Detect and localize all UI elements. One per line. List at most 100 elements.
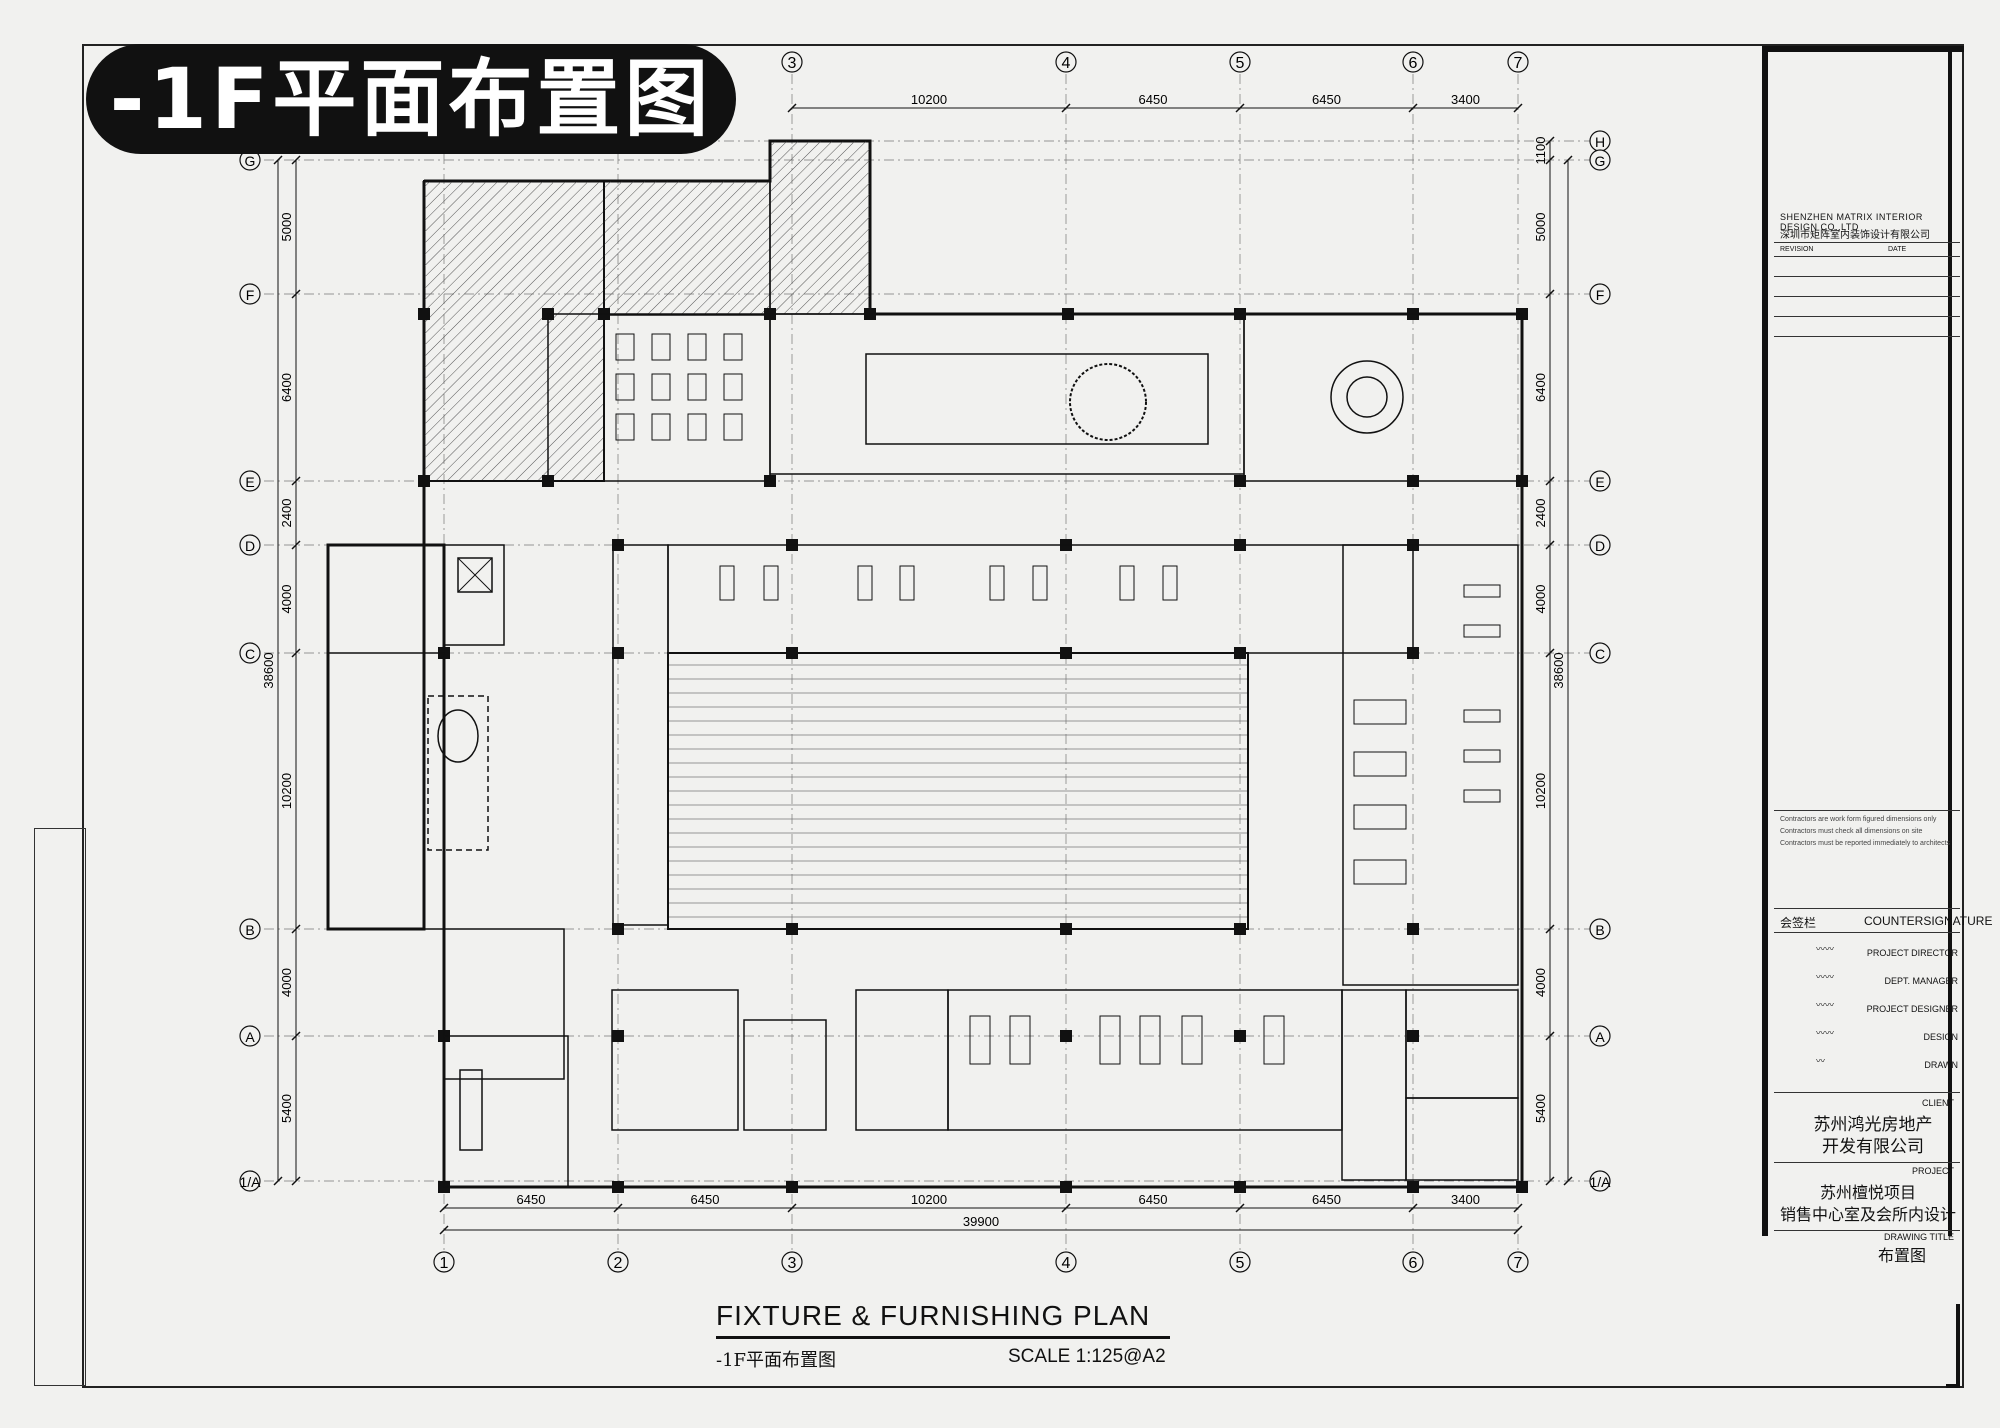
structural-column — [1234, 475, 1246, 487]
left-dim-label: 5400 — [279, 1094, 294, 1123]
column-label: 7 — [1514, 55, 1523, 72]
title-block-line — [1774, 932, 1960, 933]
column-bubble — [1055, 1251, 1077, 1273]
structural-column — [612, 923, 624, 935]
weight-bench — [1463, 709, 1501, 723]
desk — [615, 413, 635, 441]
desk — [651, 333, 671, 361]
title-block-line — [1774, 296, 1960, 297]
left-dim-label: 6400 — [279, 373, 294, 402]
drawing-scale: SCALE 1:125@A2 — [1008, 1346, 1166, 1367]
row-bubble — [1589, 642, 1611, 664]
desk — [651, 413, 671, 441]
hatched-room — [603, 180, 771, 316]
title-block-line — [1774, 242, 1960, 243]
bottom-dim-tick — [1061, 1203, 1071, 1213]
sign-role: DESIGN — [1923, 1032, 1958, 1042]
right-dim-label: 5000 — [1533, 213, 1548, 242]
top-dim-tick — [1408, 103, 1418, 113]
row-label: C — [245, 646, 255, 662]
signature-icon: 〰〰 — [1816, 972, 1835, 982]
treadmill — [1353, 859, 1407, 885]
sign-role: PROJECT DESIGNER — [1866, 1004, 1958, 1014]
entrance-hall — [327, 652, 445, 930]
note-line: Contractors must be reported immediately… — [1780, 840, 1951, 847]
round-table — [1330, 360, 1404, 434]
shower-room — [743, 1019, 827, 1131]
right-dim-label: 10200 — [1533, 773, 1548, 809]
weight-bench — [1463, 584, 1501, 598]
column-bubble — [433, 1251, 455, 1273]
title-block-right-edge — [1948, 46, 1952, 1236]
row-bubble — [239, 1025, 261, 1047]
top-dim-tick — [1061, 103, 1071, 113]
stair-b — [443, 928, 565, 1080]
note-line: Contractors must check all dimensions on… — [1780, 828, 1923, 835]
row-bubble — [1589, 149, 1611, 171]
project-line: 苏州檀悦项目 — [1819, 1183, 1916, 1202]
row-label: 1/A — [1589, 1174, 1611, 1190]
row-label: G — [1595, 153, 1606, 169]
column-bubble — [781, 51, 803, 73]
signature-icon: 〰 — [1816, 1056, 1826, 1066]
structural-column — [1060, 1030, 1072, 1042]
row-bubble — [1589, 534, 1611, 556]
desk — [615, 333, 635, 361]
row-bubble — [1589, 918, 1611, 940]
left-dim-tick — [291, 155, 301, 165]
row-label: G — [245, 153, 256, 169]
treadmill — [1353, 751, 1407, 777]
drawing-title-underline — [716, 1336, 1170, 1339]
column-bubble — [607, 1251, 629, 1273]
column-label: 1 — [440, 1255, 449, 1272]
title-block-notes: Contractors are work form figured dimens… — [1780, 814, 1958, 850]
column-label: 4 — [1062, 1255, 1071, 1272]
right-dim-tick — [1545, 924, 1555, 934]
right-dim-label: 5400 — [1533, 1094, 1548, 1123]
top-dim-label: 6450 — [1139, 92, 1168, 107]
structural-column — [1407, 1030, 1419, 1042]
locker-bench — [1139, 1015, 1161, 1065]
column-label: 6 — [1409, 1255, 1418, 1272]
right-dim-label: 1100 — [1533, 137, 1548, 165]
row-label: E — [1595, 474, 1604, 490]
structural-column — [1234, 1030, 1246, 1042]
drawing-title-cn: -1F平面布置图 — [716, 1350, 837, 1371]
sign-role: DEPT. MANAGER — [1884, 976, 1958, 986]
bottom-dim-tick — [1513, 1203, 1523, 1213]
weight-bench — [1463, 749, 1501, 763]
left-dim-tick — [291, 476, 301, 486]
row-label: E — [245, 474, 254, 490]
office-c — [1405, 1097, 1519, 1181]
drawing-title-label: DRAWING TITLE — [1883, 1232, 1954, 1242]
row-label: H — [1595, 134, 1605, 150]
right-dim-tick — [1545, 136, 1555, 146]
treadmill — [1353, 699, 1407, 725]
left-dim-tick — [291, 648, 301, 658]
row-bubble — [239, 470, 261, 492]
rug — [427, 695, 489, 851]
row-label: D — [245, 538, 255, 554]
row-bubble — [239, 534, 261, 556]
right-dim-tick — [1545, 1176, 1555, 1186]
desk — [687, 413, 707, 441]
right-dim-label: 2400 — [1533, 499, 1548, 528]
drawing-title-en: FIXTURE & FURNISHING PLAN — [716, 1300, 1151, 1331]
signature-icon: 〰〰 — [1816, 1028, 1835, 1038]
bottom-dim-tick — [1235, 1203, 1245, 1213]
dining-room — [1243, 313, 1523, 482]
toilet-male — [611, 989, 739, 1131]
client-label: CLIENT — [1921, 1098, 1954, 1108]
bottom-dim-label: 6450 — [517, 1192, 546, 1207]
structural-column — [1234, 1181, 1246, 1193]
structural-column — [786, 1181, 798, 1193]
left-dim-tick — [291, 924, 301, 934]
lounge-chair — [1119, 565, 1135, 601]
top-dim-tick — [1513, 103, 1523, 113]
row-label: 1/A — [239, 1174, 261, 1190]
row-bubble — [239, 642, 261, 664]
lounge-chair — [719, 565, 735, 601]
revision-table — [34, 828, 86, 1386]
sign-row: 〰〰 PROJECT DESIGNER — [1780, 996, 1958, 1022]
